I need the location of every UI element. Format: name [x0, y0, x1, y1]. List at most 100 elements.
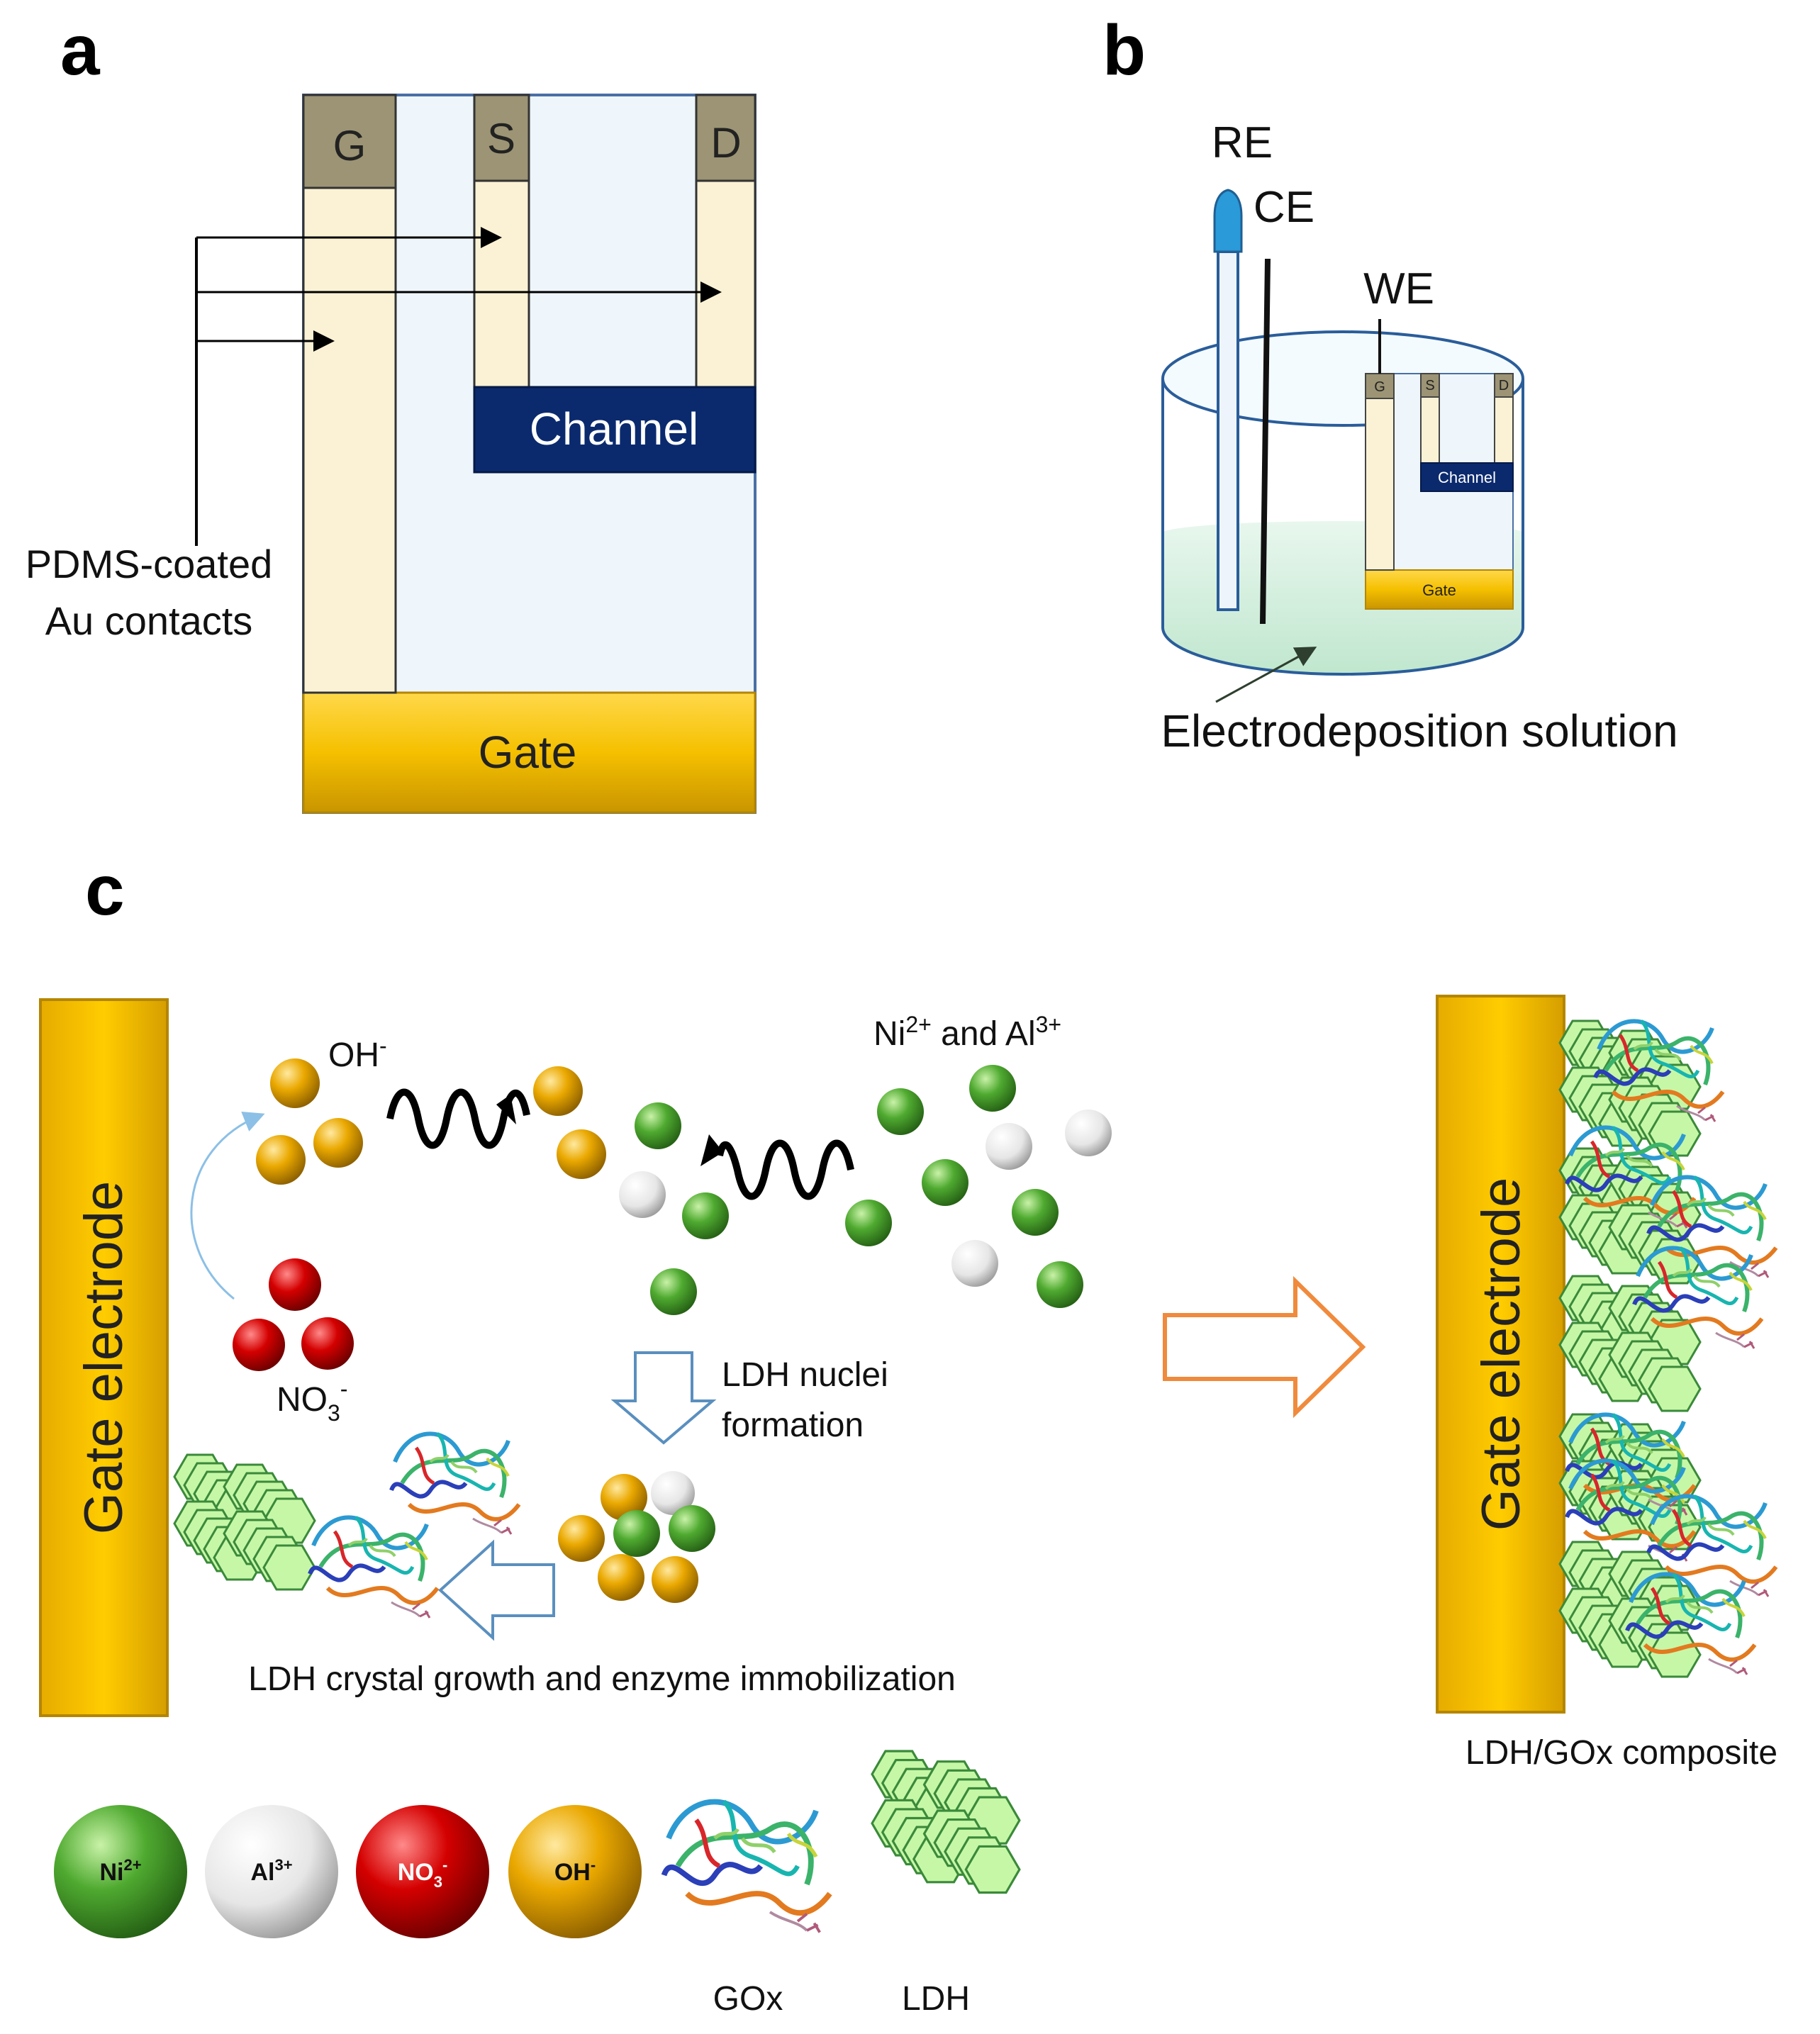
we-contact-g: G — [1374, 379, 1385, 395]
no3-ion — [233, 1319, 285, 1371]
legend-ldh-label: LDH — [902, 1980, 970, 2018]
channel-label: Channel — [530, 403, 698, 454]
cations-group — [619, 1065, 1112, 1315]
ni-ion — [613, 1510, 660, 1557]
ni-ion — [1037, 1261, 1083, 1308]
we-contact-s: S — [1425, 378, 1434, 393]
panel-a-letter: a — [60, 11, 101, 90]
growth-left-arrow — [438, 1539, 555, 1641]
panel-b-cell: G S D Channel Gate RE CE WE Electrodepos… — [1161, 118, 1677, 756]
ce-label: CE — [1254, 183, 1314, 232]
oh-label: OH- — [328, 1033, 387, 1074]
ldh-nucleus-cluster — [558, 1471, 715, 1603]
diffusion-wave-2 — [716, 1139, 854, 1200]
oh-ion — [557, 1129, 606, 1179]
ni-ion — [635, 1102, 681, 1149]
we-gate-label: Gate — [1422, 581, 1456, 599]
gox-enzyme — [391, 1434, 519, 1534]
contact-g-label: G — [333, 122, 367, 169]
oh-ions-group: OH- — [256, 1033, 387, 1185]
nuclei-label-line1: LDH nuclei — [722, 1356, 888, 1394]
solution-pointer — [1215, 647, 1317, 703]
ni-ion — [877, 1088, 924, 1135]
contact-s-cap — [473, 94, 530, 182]
we-channel-label: Channel — [1438, 469, 1496, 486]
gate-electrode-right-label: Gate electrode — [1471, 1178, 1531, 1531]
al-ion — [651, 1471, 695, 1515]
legend-al-label: Al3+ — [250, 1856, 292, 1886]
panel-c-letter: c — [85, 851, 125, 930]
oh-ion — [313, 1118, 363, 1168]
contact-s-label: S — [487, 115, 515, 162]
diffusion-wave-1 — [386, 1088, 530, 1149]
ni-ion — [969, 1065, 1016, 1112]
gate-electrode-left: Gate electrode — [39, 998, 169, 1717]
beaker-wall — [1161, 379, 1524, 676]
nuclei-label-line2: formation — [722, 1407, 864, 1444]
legend-no3-sphere — [356, 1805, 489, 1938]
ldh-gox-composite — [1560, 1021, 1776, 1677]
ni-ion — [669, 1505, 715, 1552]
diffusion-wave-2-head — [700, 1134, 723, 1166]
ni-ion — [845, 1200, 892, 1246]
no3-ion — [269, 1258, 321, 1311]
no3-label: NO3- — [277, 1376, 347, 1426]
gate-electrode-right: Gate electrode — [1436, 995, 1565, 1714]
we-contact-d: D — [1499, 378, 1509, 393]
gate-label: Gate — [479, 727, 577, 778]
al-ion — [986, 1123, 1032, 1170]
contact-d-cap — [695, 94, 757, 182]
legend-oh-label: OH- — [554, 1856, 596, 1886]
legend-al-sphere — [205, 1805, 338, 1938]
reduction-arrow — [190, 1111, 265, 1300]
ni-ion — [1012, 1189, 1059, 1236]
panel-b-letter: b — [1102, 11, 1146, 90]
we-label: WE — [1363, 264, 1434, 313]
al-ion — [1065, 1110, 1112, 1156]
diffusion-wave-1-head — [496, 1095, 516, 1124]
oh-ion — [652, 1556, 698, 1603]
ce-electrode — [1260, 258, 1271, 625]
oh-ion — [558, 1515, 605, 1562]
ni-ion — [682, 1192, 729, 1239]
we-device — [1365, 373, 1514, 610]
channel-bar — [473, 386, 757, 474]
result-arrow — [1163, 1275, 1366, 1419]
re-electrode-tip — [1213, 189, 1243, 253]
composite-label: LDH/GOx composite — [1466, 1734, 1777, 1772]
ni-ion — [650, 1268, 697, 1315]
legend-gox-icon — [664, 1801, 830, 1933]
legend: Ni2+ Al3+ NO3- OH- GOx LDH — [54, 1751, 1020, 2018]
nuclei-down-arrow — [610, 1351, 717, 1445]
no3-ions-group: NO3- — [233, 1258, 354, 1426]
al-ion — [951, 1240, 998, 1287]
legend-ni-label: Ni2+ — [99, 1856, 141, 1886]
gate-electrode-left-label: Gate electrode — [74, 1181, 134, 1535]
callout-label-line1: PDMS-coated — [26, 542, 273, 586]
legend-ldh-icon — [872, 1751, 1020, 1893]
growth-label: LDH crystal growth and enzyme immobiliza… — [248, 1660, 956, 1698]
oh-ion — [270, 1058, 320, 1108]
legend-gox-label: GOx — [713, 1980, 783, 2018]
oh-ion — [598, 1554, 644, 1601]
legend-oh-sphere — [508, 1805, 642, 1938]
re-label: RE — [1212, 118, 1273, 167]
gox-enzyme — [310, 1517, 437, 1618]
oh-ion — [256, 1135, 306, 1185]
no3-ion — [301, 1317, 354, 1370]
oh-ion — [533, 1066, 583, 1116]
solution-label: Electrodeposition solution — [1161, 705, 1677, 756]
ni-ion — [922, 1159, 968, 1206]
panel-a-device: G S D Channel Gate PDMS-coated Au contac… — [26, 94, 757, 814]
oh-ion — [601, 1474, 647, 1521]
contact-g-cap — [302, 94, 397, 189]
legend-no3-label: NO3- — [398, 1856, 448, 1891]
re-electrode-body — [1217, 250, 1239, 611]
cations-label: Ni2+ and Al3+ — [873, 1012, 1061, 1053]
al-ion — [619, 1171, 666, 1218]
contact-d-label: D — [710, 119, 741, 167]
callout-label-line2: Au contacts — [45, 598, 253, 643]
legend-ni-sphere — [54, 1805, 187, 1938]
gate-bar — [302, 691, 757, 814]
